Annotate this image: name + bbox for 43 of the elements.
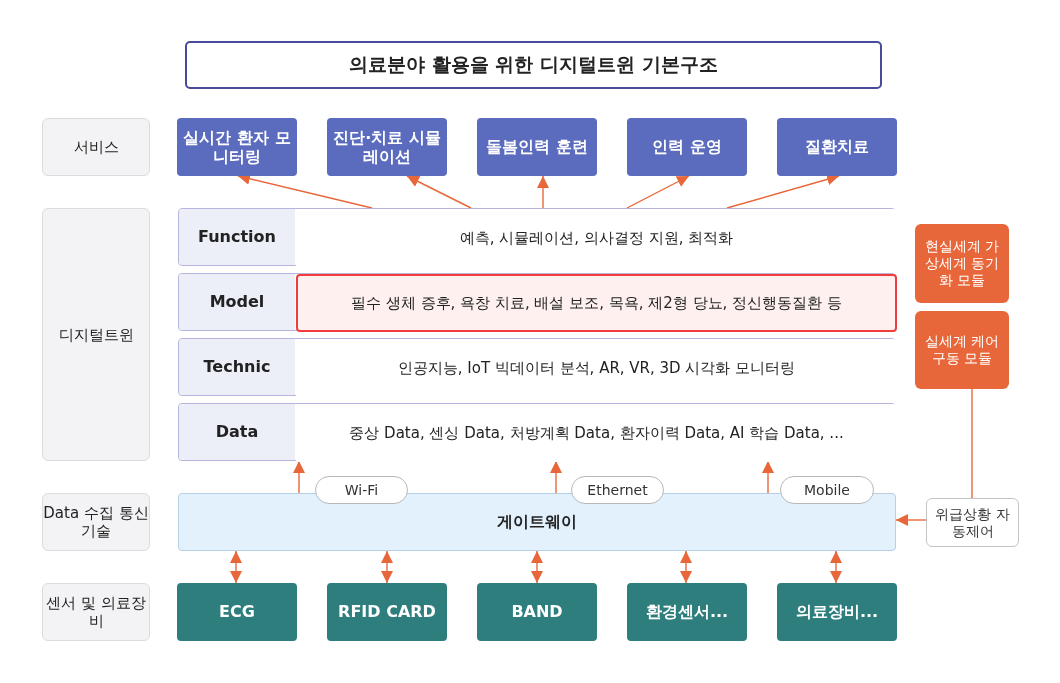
- layer-content: 중상 Data, 센싱 Data, 처방계획 Data, 환자이력 Data, AI 학습 Data, ...: [296, 404, 897, 462]
- layer-content: 예측, 시뮬레이션, 의사결정 지원, 최적화: [296, 209, 897, 267]
- category-box: 디지털트윈: [42, 208, 150, 461]
- module-box: 현실세계 가상세계 동기화 모듈: [915, 224, 1009, 303]
- service-box: 질환치료: [777, 118, 897, 176]
- category-box: Data 수집 통신기술: [42, 493, 150, 551]
- arrow: [626, 175, 690, 209]
- row-header: Technic: [179, 339, 295, 395]
- row-header: Data: [179, 404, 295, 460]
- row-header: Function: [179, 209, 295, 265]
- protocol-pill: Wi-Fi: [315, 476, 408, 504]
- service-box: 인력 운영: [627, 118, 747, 176]
- device-box: 의료장비...: [777, 583, 897, 641]
- arrow: [762, 460, 774, 494]
- category-box: 서비스: [42, 118, 150, 176]
- control-box: 위급상황 자동제어: [926, 498, 1019, 547]
- title-box: 의료분야 활용을 위한 디지털트윈 기본구조: [185, 41, 882, 89]
- arrow: [531, 550, 543, 584]
- service-box: 돌봄인력 훈련: [477, 118, 597, 176]
- device-box: BAND: [477, 583, 597, 641]
- arrow: [381, 550, 393, 584]
- arrow: [550, 460, 562, 494]
- device-box: 환경센서...: [627, 583, 747, 641]
- arrow: [537, 175, 549, 209]
- connector-line: [971, 388, 973, 499]
- highlight-content: 필수 생체 증후, 욕창 치료, 배설 보조, 목욕, 제2형 당뇨, 정신행동질환 등: [296, 274, 897, 332]
- layer-content: 인공지능, IoT 빅데이터 분석, AR, VR, 3D 시각화 모니터링: [296, 339, 897, 397]
- arrow: [230, 550, 242, 584]
- arrow: [830, 550, 842, 584]
- arrow: [293, 460, 305, 494]
- device-box: ECG: [177, 583, 297, 641]
- arrow: [726, 173, 840, 209]
- arrow: [406, 175, 472, 209]
- service-box: 진단·치료 시뮬레이션: [327, 118, 447, 176]
- module-box: 실세계 케어 구동 모듈: [915, 311, 1009, 389]
- protocol-pill: Mobile: [780, 476, 874, 504]
- service-box: 실시간 환자 모니터링: [177, 118, 297, 176]
- row-header: Model: [179, 274, 295, 330]
- category-box: 센서 및 의료장비: [42, 583, 150, 641]
- arrow: [895, 514, 927, 526]
- protocol-pill: Ethernet: [571, 476, 664, 504]
- arrow: [680, 550, 692, 584]
- device-box: RFID CARD: [327, 583, 447, 641]
